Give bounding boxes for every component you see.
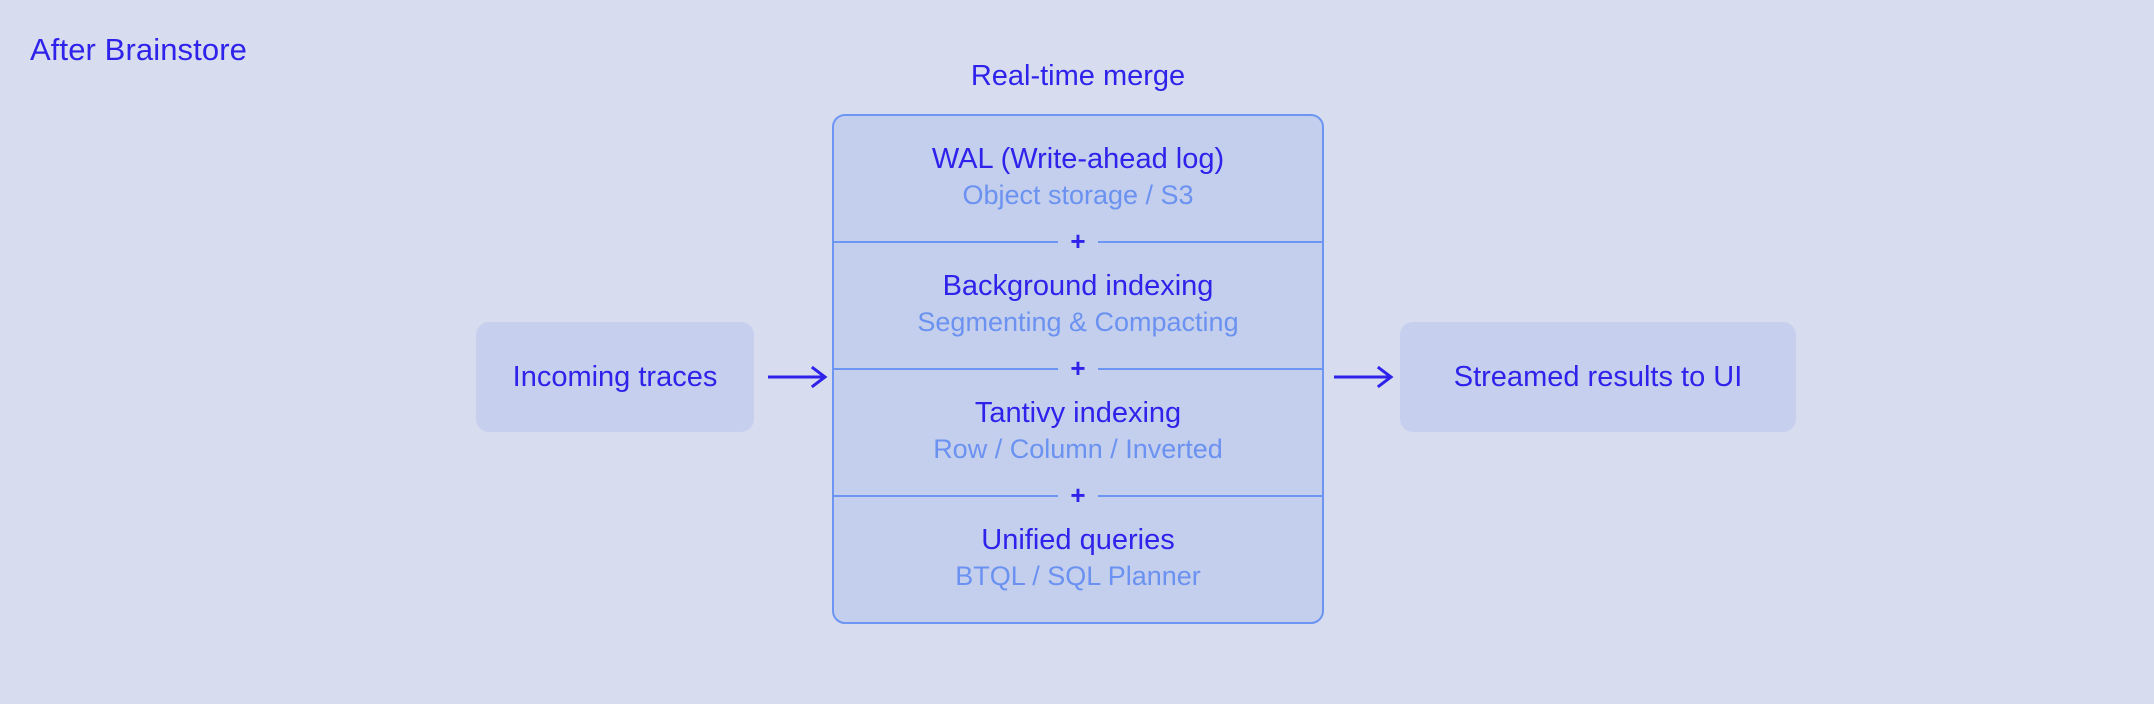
stack-row-title: Unified queries bbox=[981, 523, 1175, 556]
stack-row-title: WAL (Write-ahead log) bbox=[931, 143, 1225, 175]
real-time-merge-stack: Real-time merge WAL (Write-ahead log) Ob… bbox=[832, 60, 1324, 624]
stack-box: WAL (Write-ahead log) Object storage / S… bbox=[832, 114, 1324, 624]
stack-row: + Tantivy indexing Row / Column / Invert… bbox=[834, 354, 1322, 495]
page-title: After Brainstore bbox=[30, 32, 247, 67]
node-streamed-results-label: Streamed results to UI bbox=[1453, 360, 1743, 393]
stack-row: + Unified queries BTQL / SQL Planner bbox=[834, 481, 1322, 622]
stack-row-subtitle: Row / Column / Inverted bbox=[933, 434, 1223, 465]
plus-icon: + bbox=[1058, 227, 1098, 254]
stack-row-title: Tantivy indexing bbox=[974, 396, 1182, 429]
stack-row-subtitle: Object storage / S3 bbox=[962, 180, 1194, 211]
stack-row-subtitle: BTQL / SQL Planner bbox=[955, 560, 1201, 591]
stack-row: + Background indexing Segmenting & Compa… bbox=[834, 227, 1322, 368]
node-streamed-results: Streamed results to UI bbox=[1400, 322, 1796, 432]
node-incoming-traces-label: Incoming traces bbox=[512, 360, 718, 393]
stack-row-subtitle: Segmenting & Compacting bbox=[917, 307, 1239, 338]
arrow-right-icon bbox=[1330, 362, 1402, 392]
node-incoming-traces: Incoming traces bbox=[476, 322, 754, 432]
arrow-right-icon bbox=[764, 362, 836, 392]
plus-icon: + bbox=[1058, 481, 1098, 508]
stack-caption: Real-time merge bbox=[970, 60, 1186, 92]
stack-row: WAL (Write-ahead log) Object storage / S… bbox=[834, 116, 1322, 241]
stack-row-title: Background indexing bbox=[942, 269, 1214, 302]
plus-icon: + bbox=[1058, 354, 1098, 381]
